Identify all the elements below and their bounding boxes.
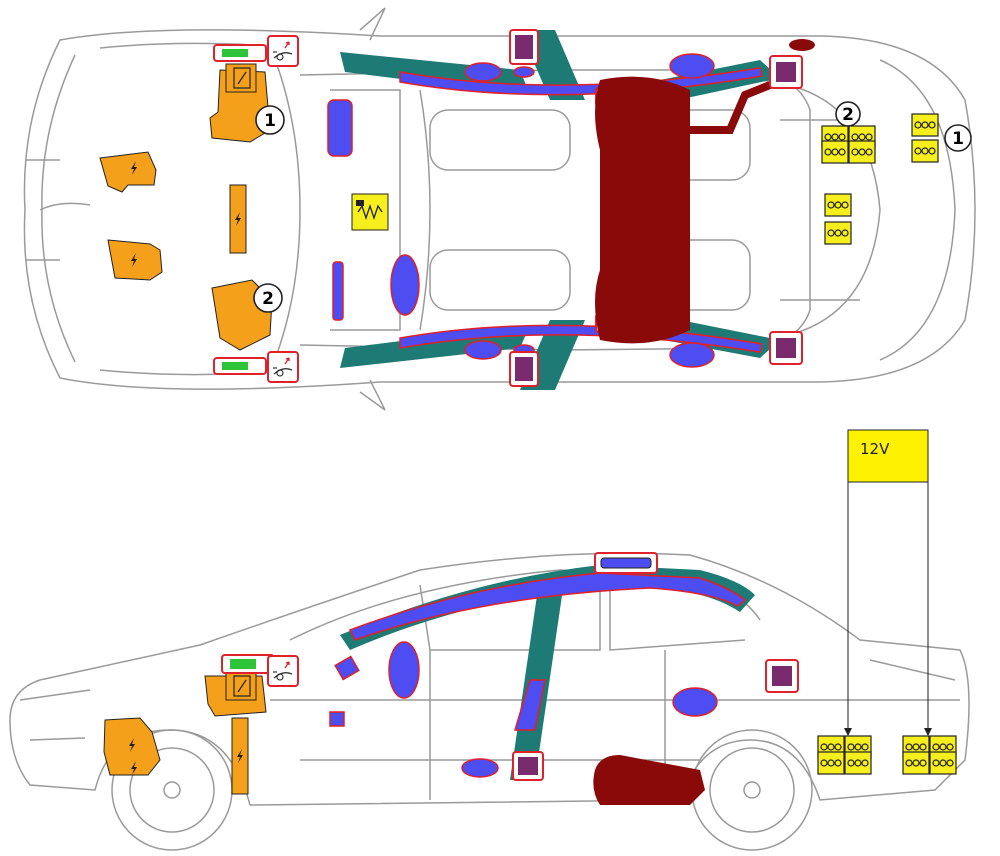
battery-cell-icon	[844, 751, 872, 775]
battery-12v-top	[821, 113, 939, 245]
svg-text:2: 2	[262, 289, 274, 309]
hv-components-side	[103, 671, 267, 795]
svg-text:2: 2	[842, 105, 854, 125]
wheels-side	[111, 729, 813, 851]
fuel-tank-side	[593, 755, 705, 805]
fuel-tank-top	[595, 39, 815, 344]
top-view: 1 2 2 1	[23, 7, 976, 411]
gas-generators-side	[512, 659, 799, 781]
battery-cell-icon	[824, 193, 852, 217]
battery-cell-icon	[848, 140, 876, 164]
active-hood-actuator-side	[221, 654, 299, 687]
hv-components-top	[99, 63, 273, 351]
callout-top-rear-2: 2	[835, 101, 861, 127]
battery-cell-icon	[911, 139, 939, 163]
callout-top-front-2: 2	[253, 283, 283, 313]
battery-cell-icon	[929, 751, 957, 775]
voltage-label-12v: 12V	[844, 429, 932, 736]
battery-cell-icon	[817, 751, 845, 775]
active-hood-actuator-icon	[267, 351, 299, 383]
active-hood-actuator-icon	[267, 655, 299, 687]
active-hood-actuators-top	[213, 35, 299, 383]
callout-top-rear-1: 1	[944, 124, 972, 152]
side-view: 12V	[9, 429, 970, 851]
airbags-side	[329, 641, 718, 778]
battery-12v-side	[817, 735, 957, 775]
svg-text:1: 1	[952, 129, 964, 149]
battery-cell-icon	[902, 751, 930, 775]
gas-generators-top	[509, 29, 803, 387]
airbags-top	[327, 53, 715, 368]
active-hood-actuator-icon	[267, 35, 299, 67]
battery-cell-icon	[911, 113, 939, 137]
roof-gas-generator-side	[594, 552, 658, 574]
battery-cell-icon	[824, 221, 852, 245]
battery-cell-icon	[821, 140, 849, 164]
svg-text:12V: 12V	[860, 440, 890, 458]
svg-text:1: 1	[264, 111, 276, 131]
callout-top-front-1: 1	[255, 105, 285, 135]
curtain-airbag-side	[348, 572, 747, 641]
control-unit-top	[351, 193, 389, 231]
